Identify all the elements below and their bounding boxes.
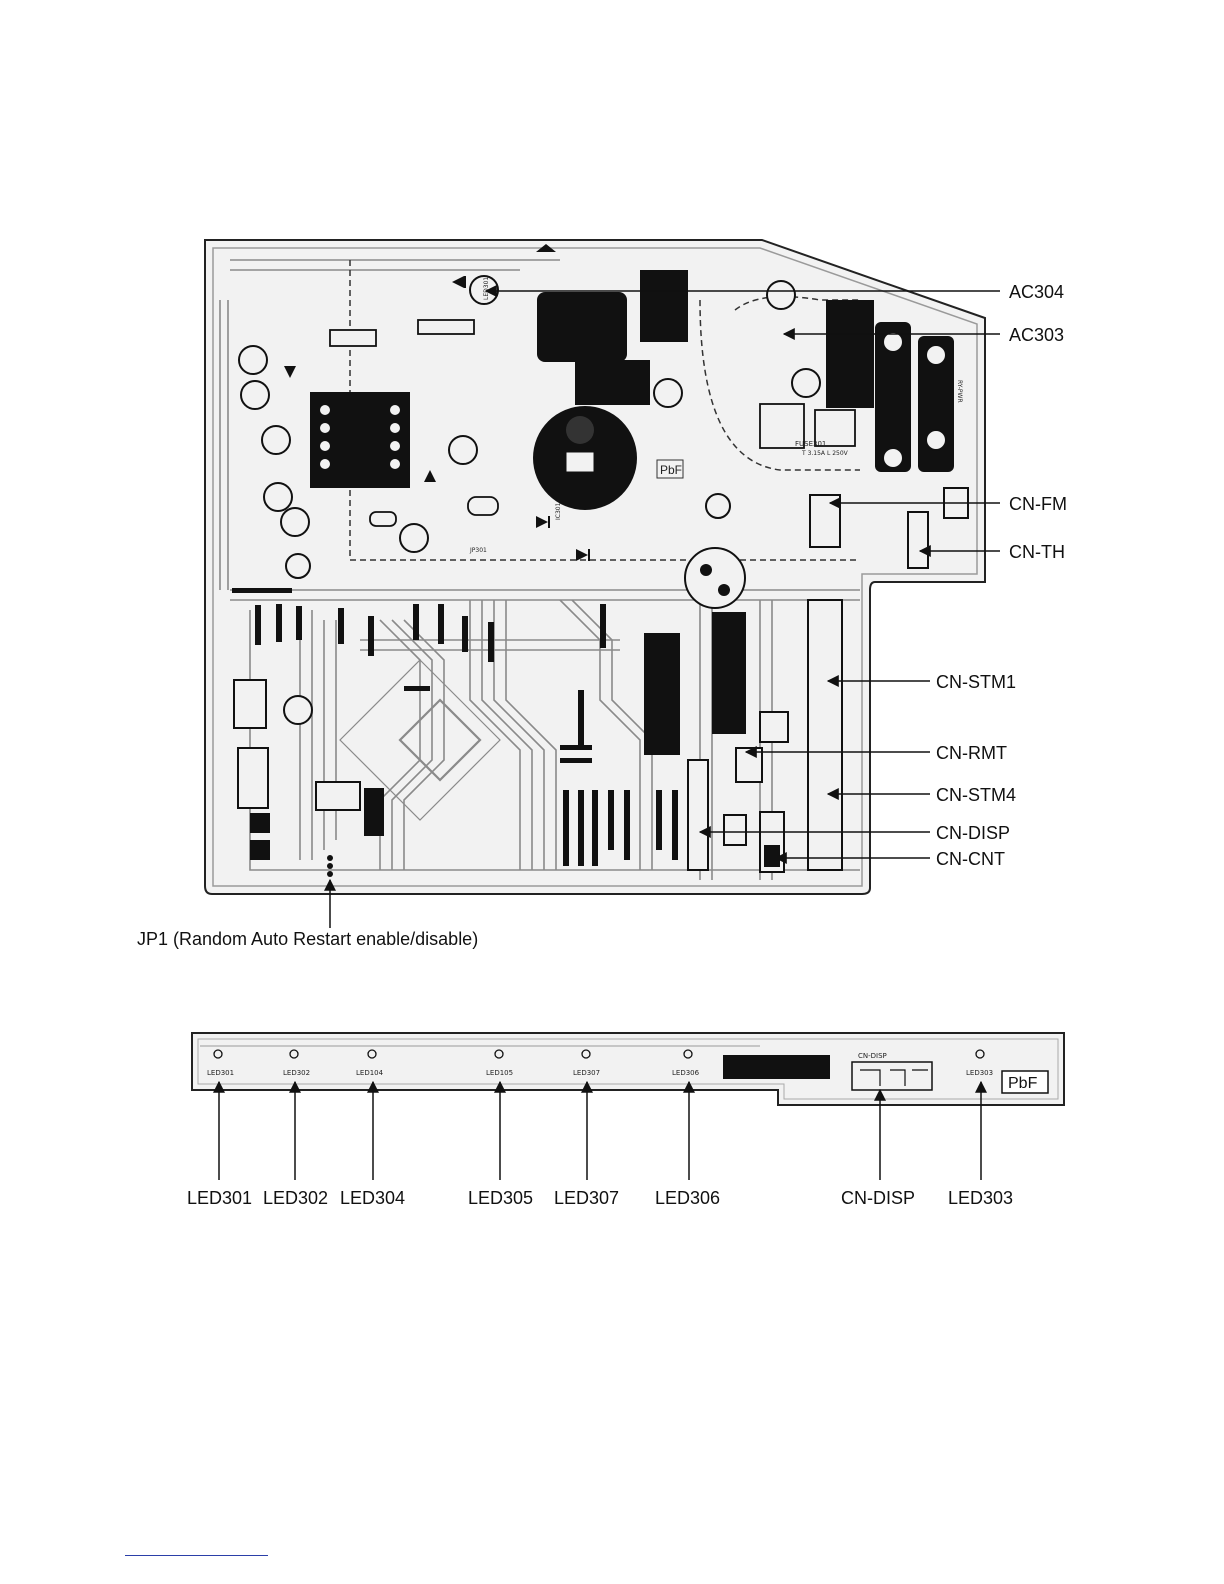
led-silk-last: LED303 bbox=[966, 1069, 993, 1077]
silk-led: LED301 bbox=[483, 277, 490, 300]
line-filter-block bbox=[537, 292, 627, 362]
led-silk-0: LED301 bbox=[207, 1069, 234, 1077]
led-label-1: LED302 bbox=[263, 1188, 328, 1208]
mcu-chip bbox=[644, 633, 680, 755]
callout-ac304: AC304 bbox=[1009, 282, 1064, 302]
silk-ic: IC301 bbox=[555, 502, 562, 520]
display-board-callout-labels: LED301 LED302 LED304 LED305 LED307 LED30… bbox=[187, 1188, 1013, 1208]
display-pbf-marking: PbF bbox=[1008, 1075, 1038, 1092]
callout-cn-fm: CN-FM bbox=[1009, 494, 1067, 514]
driver-chip bbox=[712, 612, 746, 734]
led-label-2: LED304 bbox=[340, 1188, 405, 1208]
silk-jumper: JP301 bbox=[469, 547, 487, 554]
callout-cn-disp: CN-DISP bbox=[936, 823, 1010, 843]
led-label-4: LED307 bbox=[554, 1188, 619, 1208]
silk-fuse: FUSE301 bbox=[795, 440, 826, 448]
callout-ac303: AC303 bbox=[1009, 325, 1064, 345]
led-label-5: LED306 bbox=[655, 1188, 720, 1208]
led-silk-2: LED104 bbox=[356, 1069, 384, 1077]
led-silk-5: LED306 bbox=[672, 1069, 700, 1077]
callout-cn-stm1: CN-STM1 bbox=[936, 672, 1016, 692]
callout-cn-th: CN-TH bbox=[1009, 542, 1065, 562]
led-silk-1: LED302 bbox=[283, 1069, 310, 1077]
silk-relay: RY-PWR bbox=[956, 380, 963, 403]
led-label-0: LED301 bbox=[187, 1188, 252, 1208]
led-label-3: LED305 bbox=[468, 1188, 533, 1208]
silk-fuse-rating: T 3.15A L 250V bbox=[801, 450, 849, 457]
callout-jp1: JP1 (Random Auto Restart enable/disable) bbox=[137, 929, 478, 949]
led-silk-3: LED105 bbox=[486, 1069, 513, 1077]
relay-block bbox=[826, 300, 874, 408]
choke-block bbox=[640, 270, 688, 342]
display-connector-silk: CN-DISP bbox=[858, 1052, 887, 1060]
callout-cn-cnt: CN-CNT bbox=[936, 849, 1005, 869]
jp1-jumper bbox=[327, 855, 333, 877]
callout-cn-stm4: CN-STM4 bbox=[936, 785, 1016, 805]
led-label-last: LED303 bbox=[948, 1188, 1013, 1208]
capacitor-block bbox=[575, 360, 650, 405]
display-board-outline bbox=[192, 1033, 1064, 1105]
footer-rule bbox=[125, 1555, 268, 1556]
led-silk-4: LED307 bbox=[573, 1069, 600, 1077]
main-board: PbF FUSE301 T 3.15A L 250V RY-PWR JP301 … bbox=[205, 240, 985, 894]
connector-label-cn-disp: CN-DISP bbox=[841, 1188, 915, 1208]
display-window bbox=[723, 1055, 830, 1079]
display-board: CN-DISP PbF LED301 LED302 LED104 LED105 … bbox=[192, 1033, 1064, 1105]
crystal-block bbox=[364, 788, 384, 836]
callout-cn-rmt: CN-RMT bbox=[936, 743, 1007, 763]
pbf-marking: PbF bbox=[660, 463, 682, 477]
